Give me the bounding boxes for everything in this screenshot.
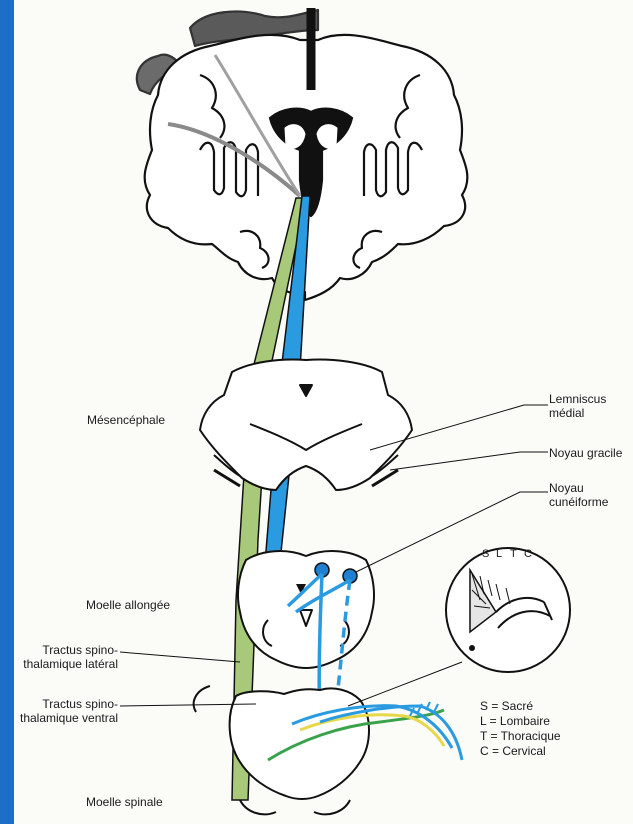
label-noyau-gracile: Noyau gracile (549, 446, 622, 460)
label-moelle-allongee: Moelle allongée (86, 598, 170, 612)
somatotopy-inset (348, 548, 570, 706)
inset-letter-l: L (496, 548, 502, 560)
label-noyau-cuneiforme-line1: Noyau (549, 481, 584, 495)
legend-sacre: S = Sacré (480, 699, 533, 714)
label-tractus-lateral-line1: Tractus spino- (20, 643, 118, 657)
label-lemniscus-line2: médial (549, 406, 584, 420)
medulla-section (238, 551, 374, 668)
label-tractus-ventral-line2: thalamique ventral (20, 711, 118, 725)
label-tractus-ventral-line1: Tractus spino- (20, 697, 118, 711)
spinal-root-left (194, 686, 210, 712)
mesencephalon-section (200, 360, 412, 491)
inset-letter-t: T (510, 548, 517, 560)
legend-thoracique: T = Thoracique (480, 729, 561, 744)
label-noyau-cuneiforme-line2: cunéiforme (549, 495, 608, 509)
inset-letter-c: C (524, 548, 532, 560)
legend-cervical: C = Cervical (480, 744, 546, 759)
inset-letter-s: S (482, 548, 489, 560)
label-tractus-lateral-line2: thalamique latéral (20, 657, 118, 671)
label-moelle-spinale: Moelle spinale (86, 795, 163, 809)
label-mesencephale: Mésencéphale (87, 413, 165, 427)
label-lemniscus-line1: Lemniscus (549, 392, 606, 406)
legend-lombaire: L = Lombaire (480, 714, 550, 729)
